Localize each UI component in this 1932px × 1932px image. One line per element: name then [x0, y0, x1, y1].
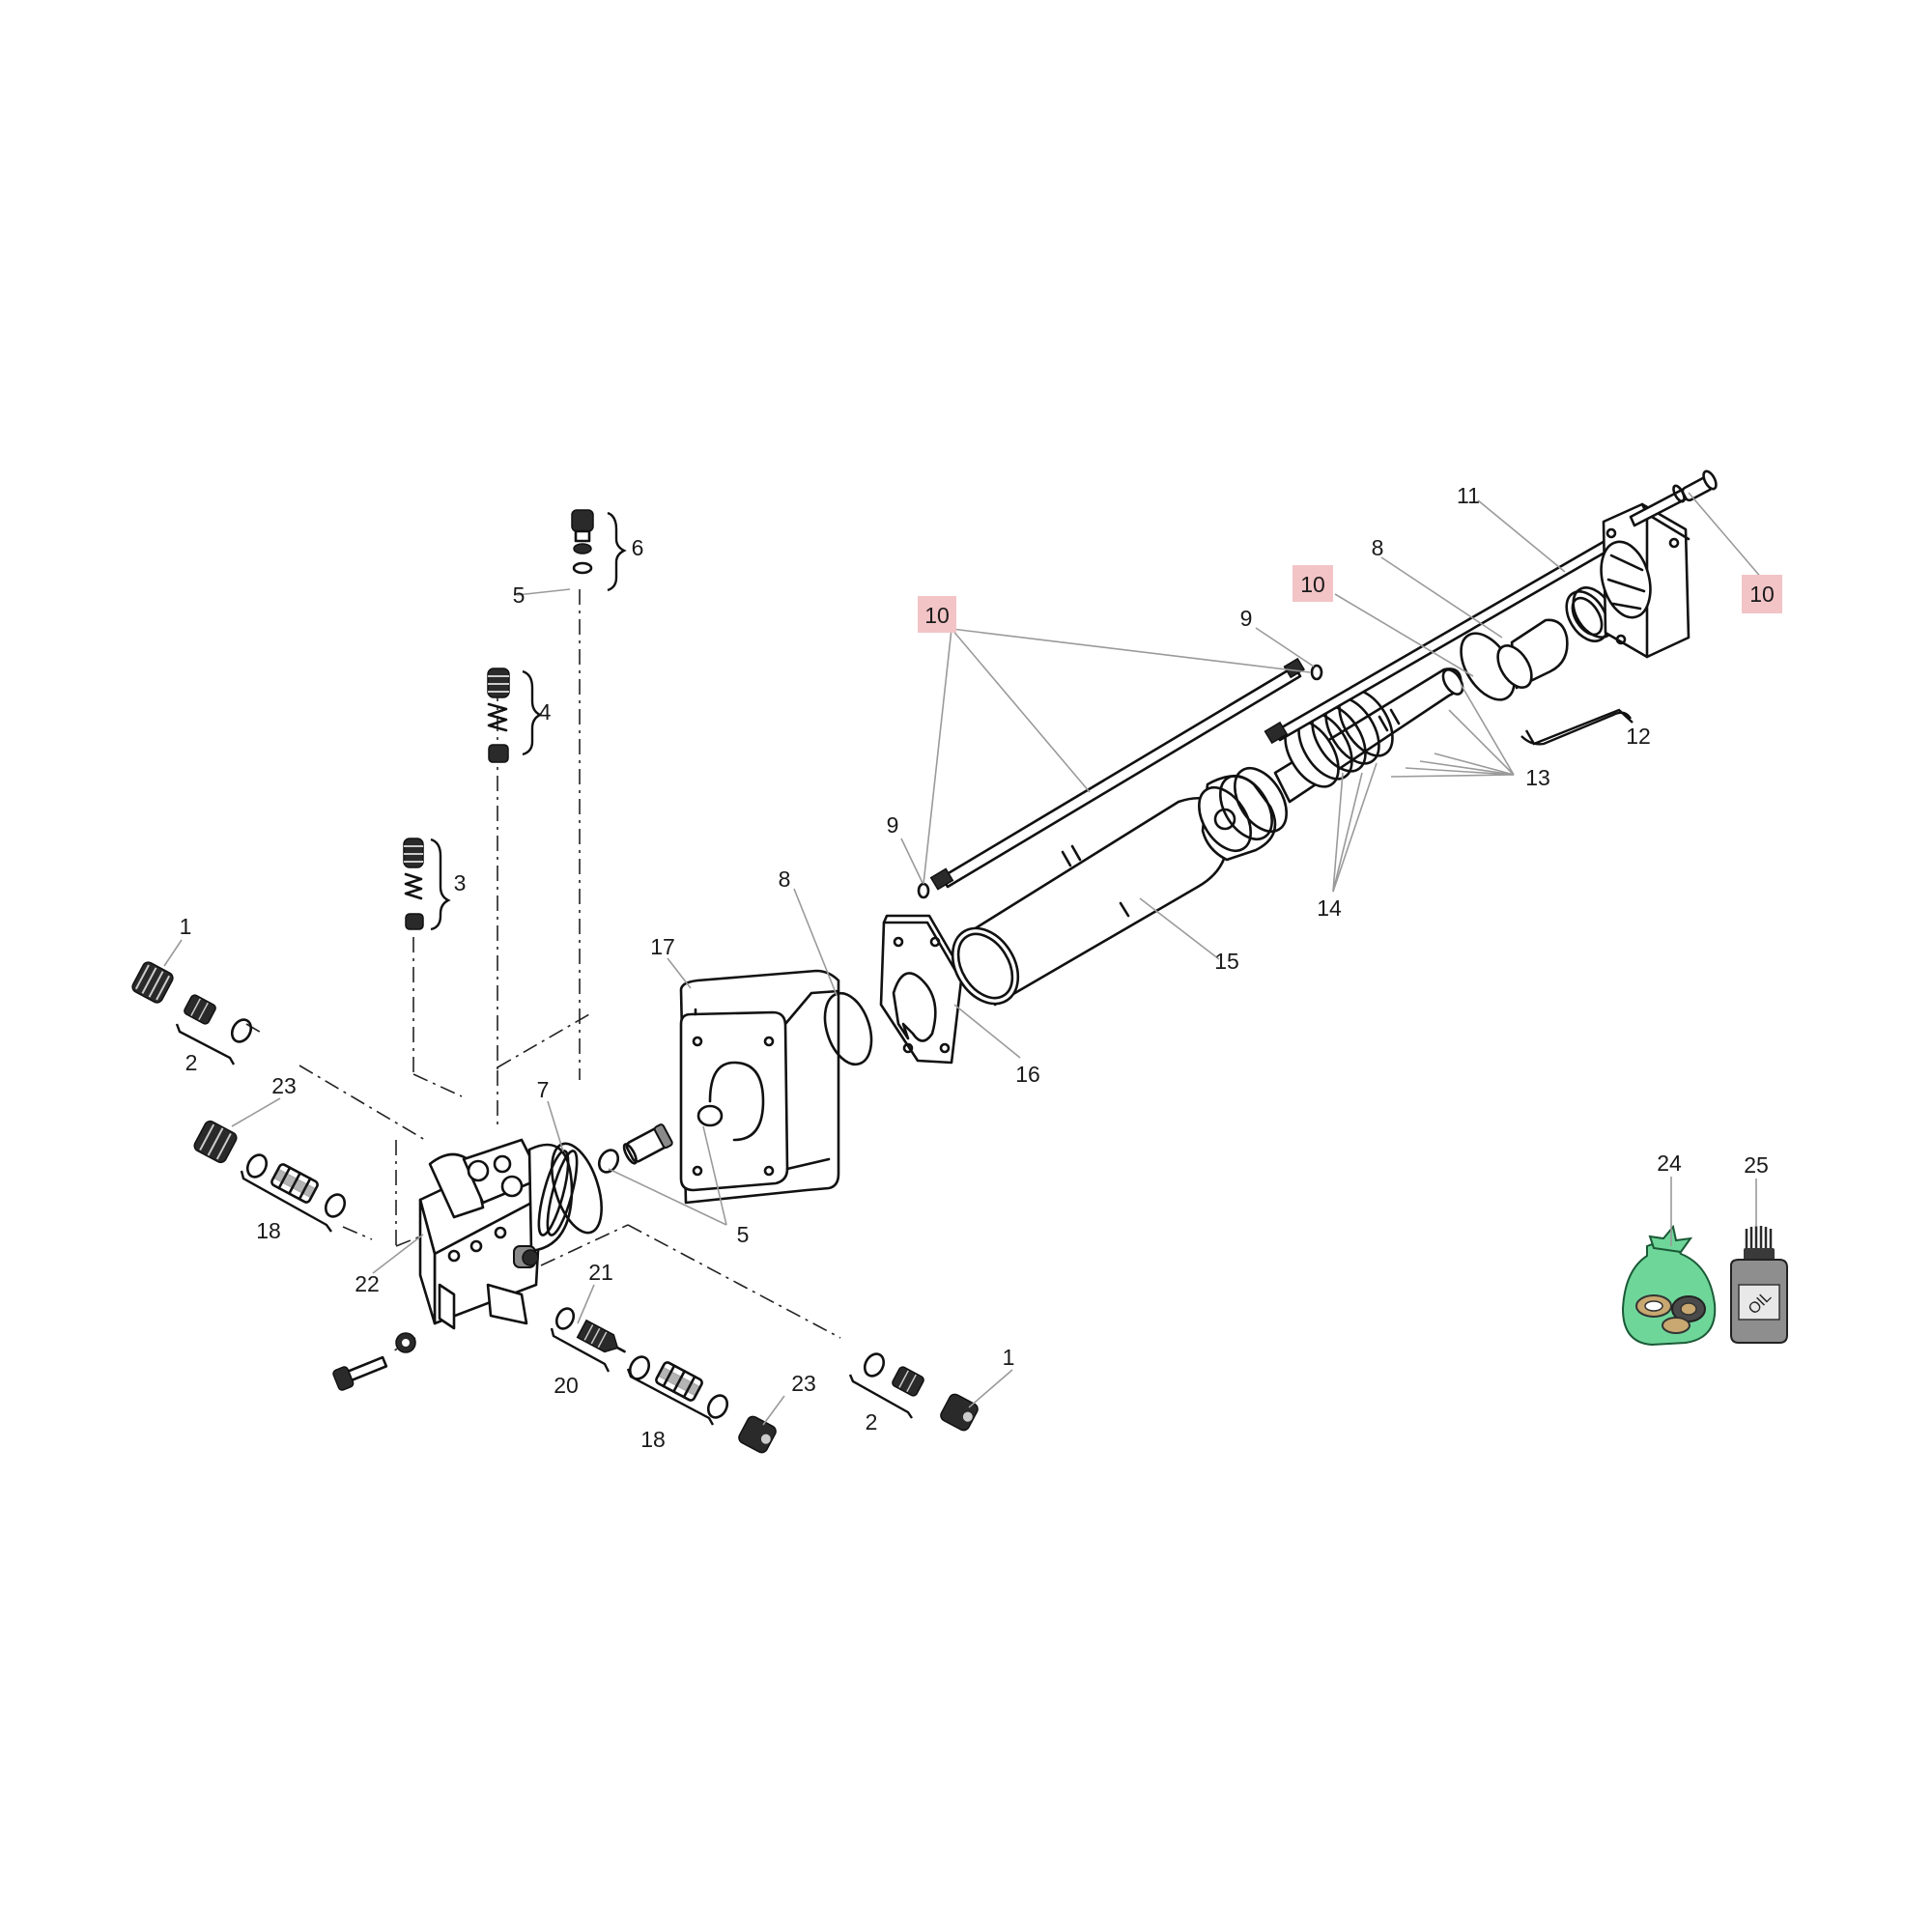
- callout-11: 11: [1457, 483, 1480, 508]
- o-ring-9-top: [1310, 664, 1323, 681]
- callout-23-lower: 23: [791, 1371, 816, 1396]
- tie-rods: [929, 534, 1620, 891]
- o-ring-9-left: [917, 882, 930, 899]
- callout-6: 6: [632, 535, 644, 560]
- lower-fittings: [554, 1307, 979, 1454]
- callout-7: 7: [537, 1077, 550, 1102]
- callout-4: 4: [539, 699, 552, 724]
- callout-22: 22: [355, 1271, 380, 1296]
- callout-10-mid: 10: [1300, 572, 1325, 597]
- callout-18: 18: [256, 1218, 281, 1243]
- valve-stack-4: [487, 668, 510, 763]
- callout-12: 12: [1626, 724, 1651, 749]
- callout-10-left: 10: [924, 603, 950, 628]
- callout-10-right: 10: [1749, 582, 1775, 607]
- callout-2-lower: 2: [866, 1409, 878, 1435]
- seal-kit-bag-24: [1621, 1224, 1717, 1347]
- upper-left-fittings: [131, 961, 347, 1218]
- o-ring-7: [551, 1142, 603, 1235]
- callout-16: 16: [1015, 1062, 1040, 1087]
- flange-plate-16: [879, 914, 966, 1065]
- callout-18-lower: 18: [640, 1427, 666, 1452]
- callout-17: 17: [650, 934, 675, 959]
- end-cap-12: [1600, 502, 1690, 659]
- pump-head-manifold: [418, 1138, 579, 1330]
- callout-20: 20: [554, 1373, 579, 1398]
- callout-8-right: 8: [1372, 535, 1384, 560]
- callout-2: 2: [185, 1050, 198, 1075]
- callout-labels: 1 2 23 18 22 3 4 5 6 7 5 17 8 16 9 10 9 …: [180, 483, 1775, 1452]
- callout-1-lower: 1: [1003, 1345, 1015, 1370]
- callout-24: 24: [1657, 1151, 1682, 1176]
- long-bolt-10-right: [1629, 469, 1718, 527]
- sleeve-bushing: [1496, 618, 1569, 690]
- callout-3: 3: [454, 870, 467, 895]
- callout-9-left: 9: [887, 812, 899, 838]
- callout-14: 14: [1317, 895, 1342, 921]
- callout-13: 13: [1525, 765, 1550, 790]
- bolt-and-washer: [332, 1332, 416, 1391]
- oil-bottle-25: OIL: [1730, 1226, 1788, 1344]
- highlight-boxes: [918, 565, 1782, 633]
- callout-15: 15: [1214, 949, 1239, 974]
- callout-5-mid: 5: [737, 1222, 750, 1247]
- callout-25: 25: [1744, 1152, 1769, 1178]
- valve-stack-6: [571, 509, 594, 575]
- callout-5-top: 5: [513, 582, 526, 608]
- valve-stack-3: [403, 838, 424, 930]
- piston-assembly: [1198, 668, 1464, 862]
- motor-housing-17: [679, 969, 840, 1205]
- callout-23: 23: [271, 1073, 297, 1098]
- cylinder-tube-15: [951, 797, 1229, 1007]
- leader-lines: [163, 492, 1764, 1426]
- callout-21: 21: [588, 1260, 613, 1285]
- callout-8-left: 8: [779, 867, 791, 892]
- callout-9-top: 9: [1240, 606, 1253, 631]
- callout-1: 1: [180, 914, 192, 939]
